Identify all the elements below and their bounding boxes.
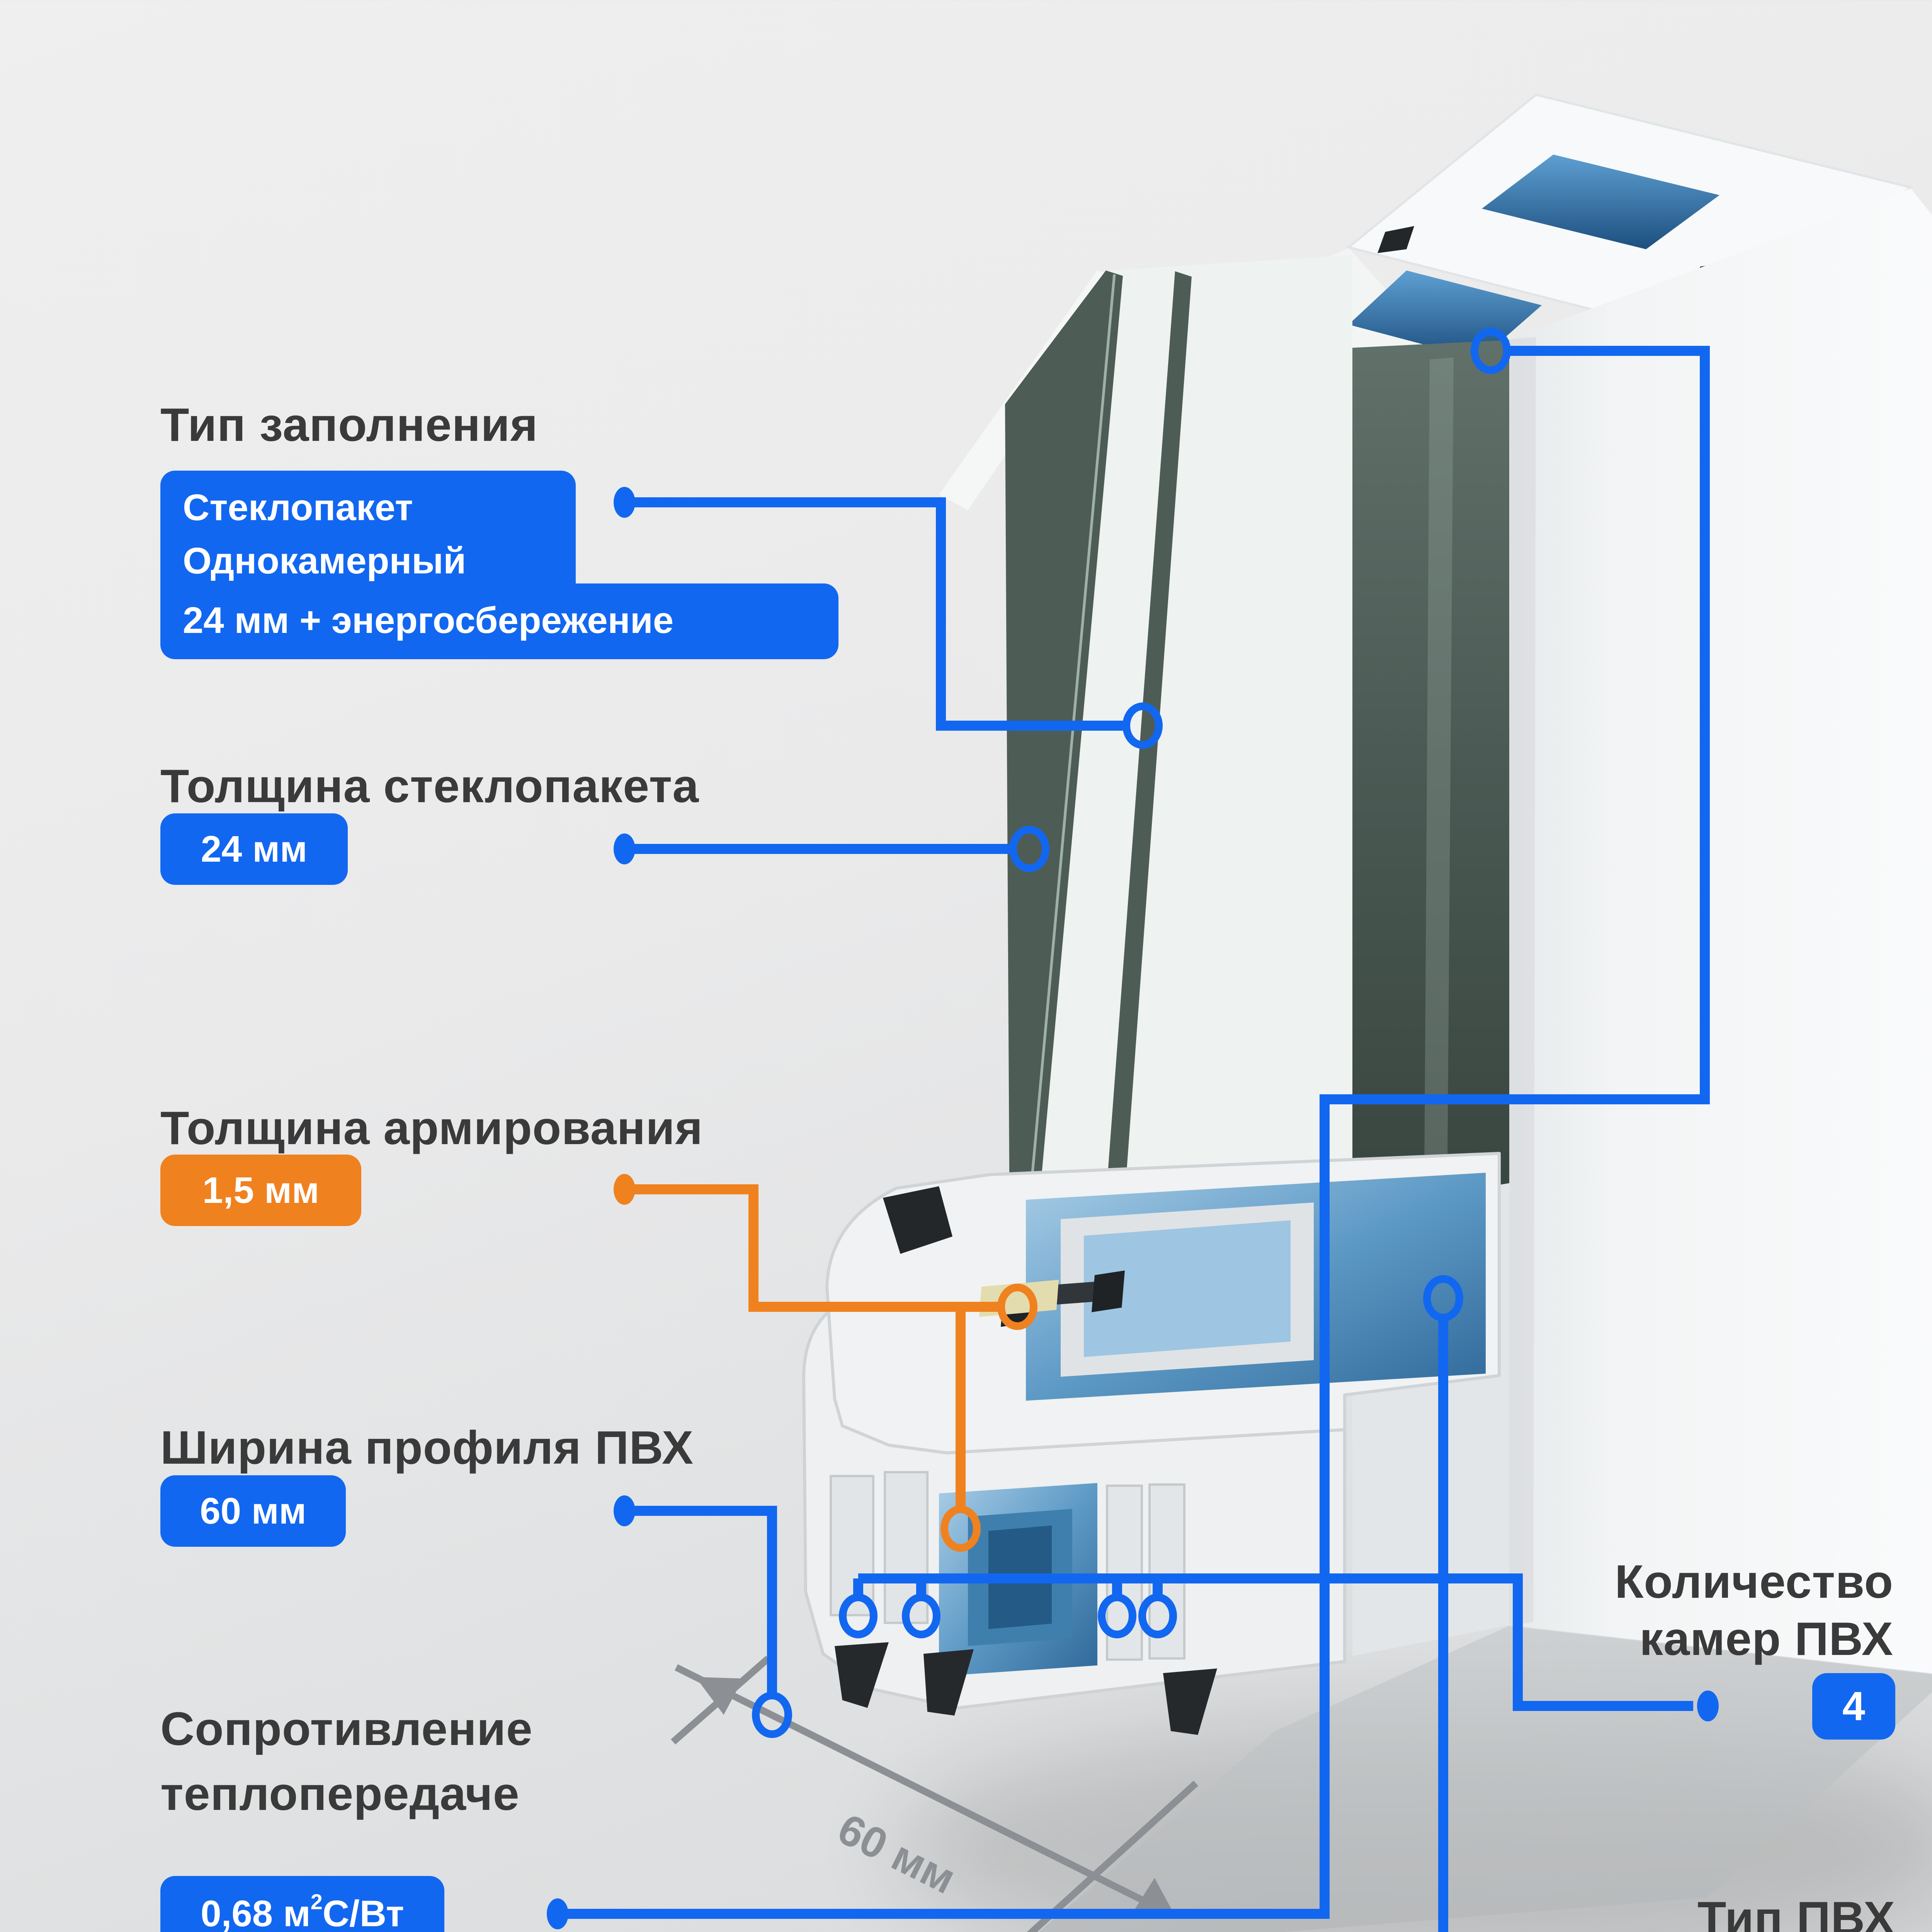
glass-pane-outer	[1005, 270, 1123, 1311]
reinforcement-dot	[614, 1174, 635, 1205]
chamber-ring	[839, 1594, 878, 1638]
profile-width-dot	[614, 1495, 635, 1526]
chamber-ring	[1098, 1594, 1136, 1638]
chambers-title-line2: камер ПВХ	[1639, 1612, 1893, 1665]
glass-unit-badge: 24 мм	[160, 813, 348, 885]
glass-unit-title: Толщина стеклопакета	[160, 760, 699, 812]
heat-title-line2: теплопередаче	[160, 1767, 520, 1820]
chambers-line	[858, 1573, 1693, 1711]
frame-front-left-shade	[1509, 337, 1536, 1625]
profile-width-title: Ширина профиля ПВХ	[160, 1421, 694, 1474]
glass-unit-dot	[614, 833, 635, 864]
heat-ring	[1471, 328, 1511, 374]
profile-width-badge: 60 мм	[160, 1475, 346, 1547]
chamber-ring	[1138, 1594, 1177, 1638]
fill-type-value-line3: 24 мм + энергосбережение	[183, 600, 674, 641]
seal-foot	[835, 1642, 889, 1708]
heat-title-line1: Сопротивление	[160, 1702, 533, 1755]
profile-width-line	[624, 1506, 777, 1696]
chambers-title: Количество камер ПВХ	[1615, 1553, 1893, 1667]
chambers-badge: 4	[1812, 1673, 1895, 1740]
outer-seal	[883, 1186, 952, 1254]
sash-reinforcement-hole	[1084, 1220, 1291, 1357]
pane-seal	[1092, 1270, 1125, 1312]
sash-top-chamber-opening	[1349, 270, 1542, 359]
reinforcement-ring2	[940, 1505, 981, 1552]
frame-top-chamber-opening	[1482, 155, 1719, 249]
heat-dot	[547, 1898, 568, 1929]
fill-type-ring	[1122, 702, 1163, 749]
chambers-title-line1: Количество	[1614, 1555, 1893, 1608]
heat-title: Сопротивление теплопередаче	[160, 1696, 533, 1827]
fill-type-title: Тип заполнения	[160, 398, 538, 451]
glass-reflection	[1424, 357, 1454, 1177]
seal-foot	[923, 1649, 974, 1716]
frame-cell	[830, 1475, 874, 1616]
pvc-class-ring	[1423, 1275, 1463, 1321]
fill-type-value-line2: Однокамерный	[183, 540, 466, 582]
glass-pane-inner	[1100, 271, 1192, 1281]
pane-highlight	[1019, 274, 1116, 1309]
hardware-clip-left	[1378, 226, 1414, 253]
seal-foot	[1163, 1668, 1217, 1735]
fill-type-dot	[614, 487, 635, 518]
heat-value-tail: С/Вт	[322, 1893, 404, 1932]
chambers-dot	[1697, 1690, 1719, 1721]
window-glass-dark	[1352, 340, 1509, 1210]
chamber-ring	[902, 1594, 940, 1638]
reinforcement-line	[624, 1184, 1000, 1312]
fill-type-badge-bottom	[160, 583, 838, 659]
profile-width-ring	[752, 1692, 792, 1738]
reinforcement-title: Толщина армирования	[160, 1102, 703, 1154]
glass-unit-ring	[1009, 826, 1049, 872]
fill-type-line	[624, 497, 1126, 731]
fill-type-badge-top	[160, 471, 576, 583]
pvc-class-title: Тип ПВХ (класс профиля)	[1498, 1886, 1895, 1932]
heat-line	[558, 346, 1710, 1919]
frame-front-face	[1509, 189, 1932, 1673]
reinforcement-badge: 1,5 мм	[160, 1155, 361, 1226]
reinforcement-ring	[997, 1284, 1037, 1330]
callout-connectors	[547, 328, 1719, 1932]
fill-type-value-line1: Стеклопакет	[183, 487, 413, 528]
heat-value-main: 0,68 м	[201, 1893, 311, 1932]
pvc-class-title-line1: Тип ПВХ	[1697, 1892, 1895, 1932]
